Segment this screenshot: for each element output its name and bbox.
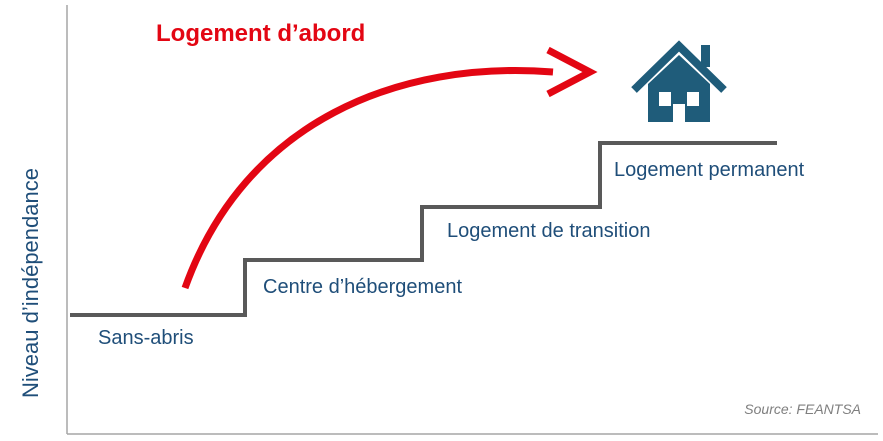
source-note: Source: FEANTSA: [744, 401, 861, 417]
y-axis-label: Niveau d’indépendance: [18, 168, 43, 398]
step-label-logement-transition: Logement de transition: [447, 220, 651, 242]
housing-first-arrow: [181, 67, 554, 290]
arrow-head: [546, 46, 598, 98]
diagram-title: Logement d’abord: [156, 20, 366, 47]
staircase: [70, 141, 777, 317]
step-label-logement-permanent: Logement permanent: [614, 159, 805, 181]
house-icon: [631, 40, 727, 122]
step-label-sans-abris: Sans-abris: [98, 327, 194, 349]
step-label-centre-hebergement: Centre d’hébergement: [263, 276, 463, 298]
